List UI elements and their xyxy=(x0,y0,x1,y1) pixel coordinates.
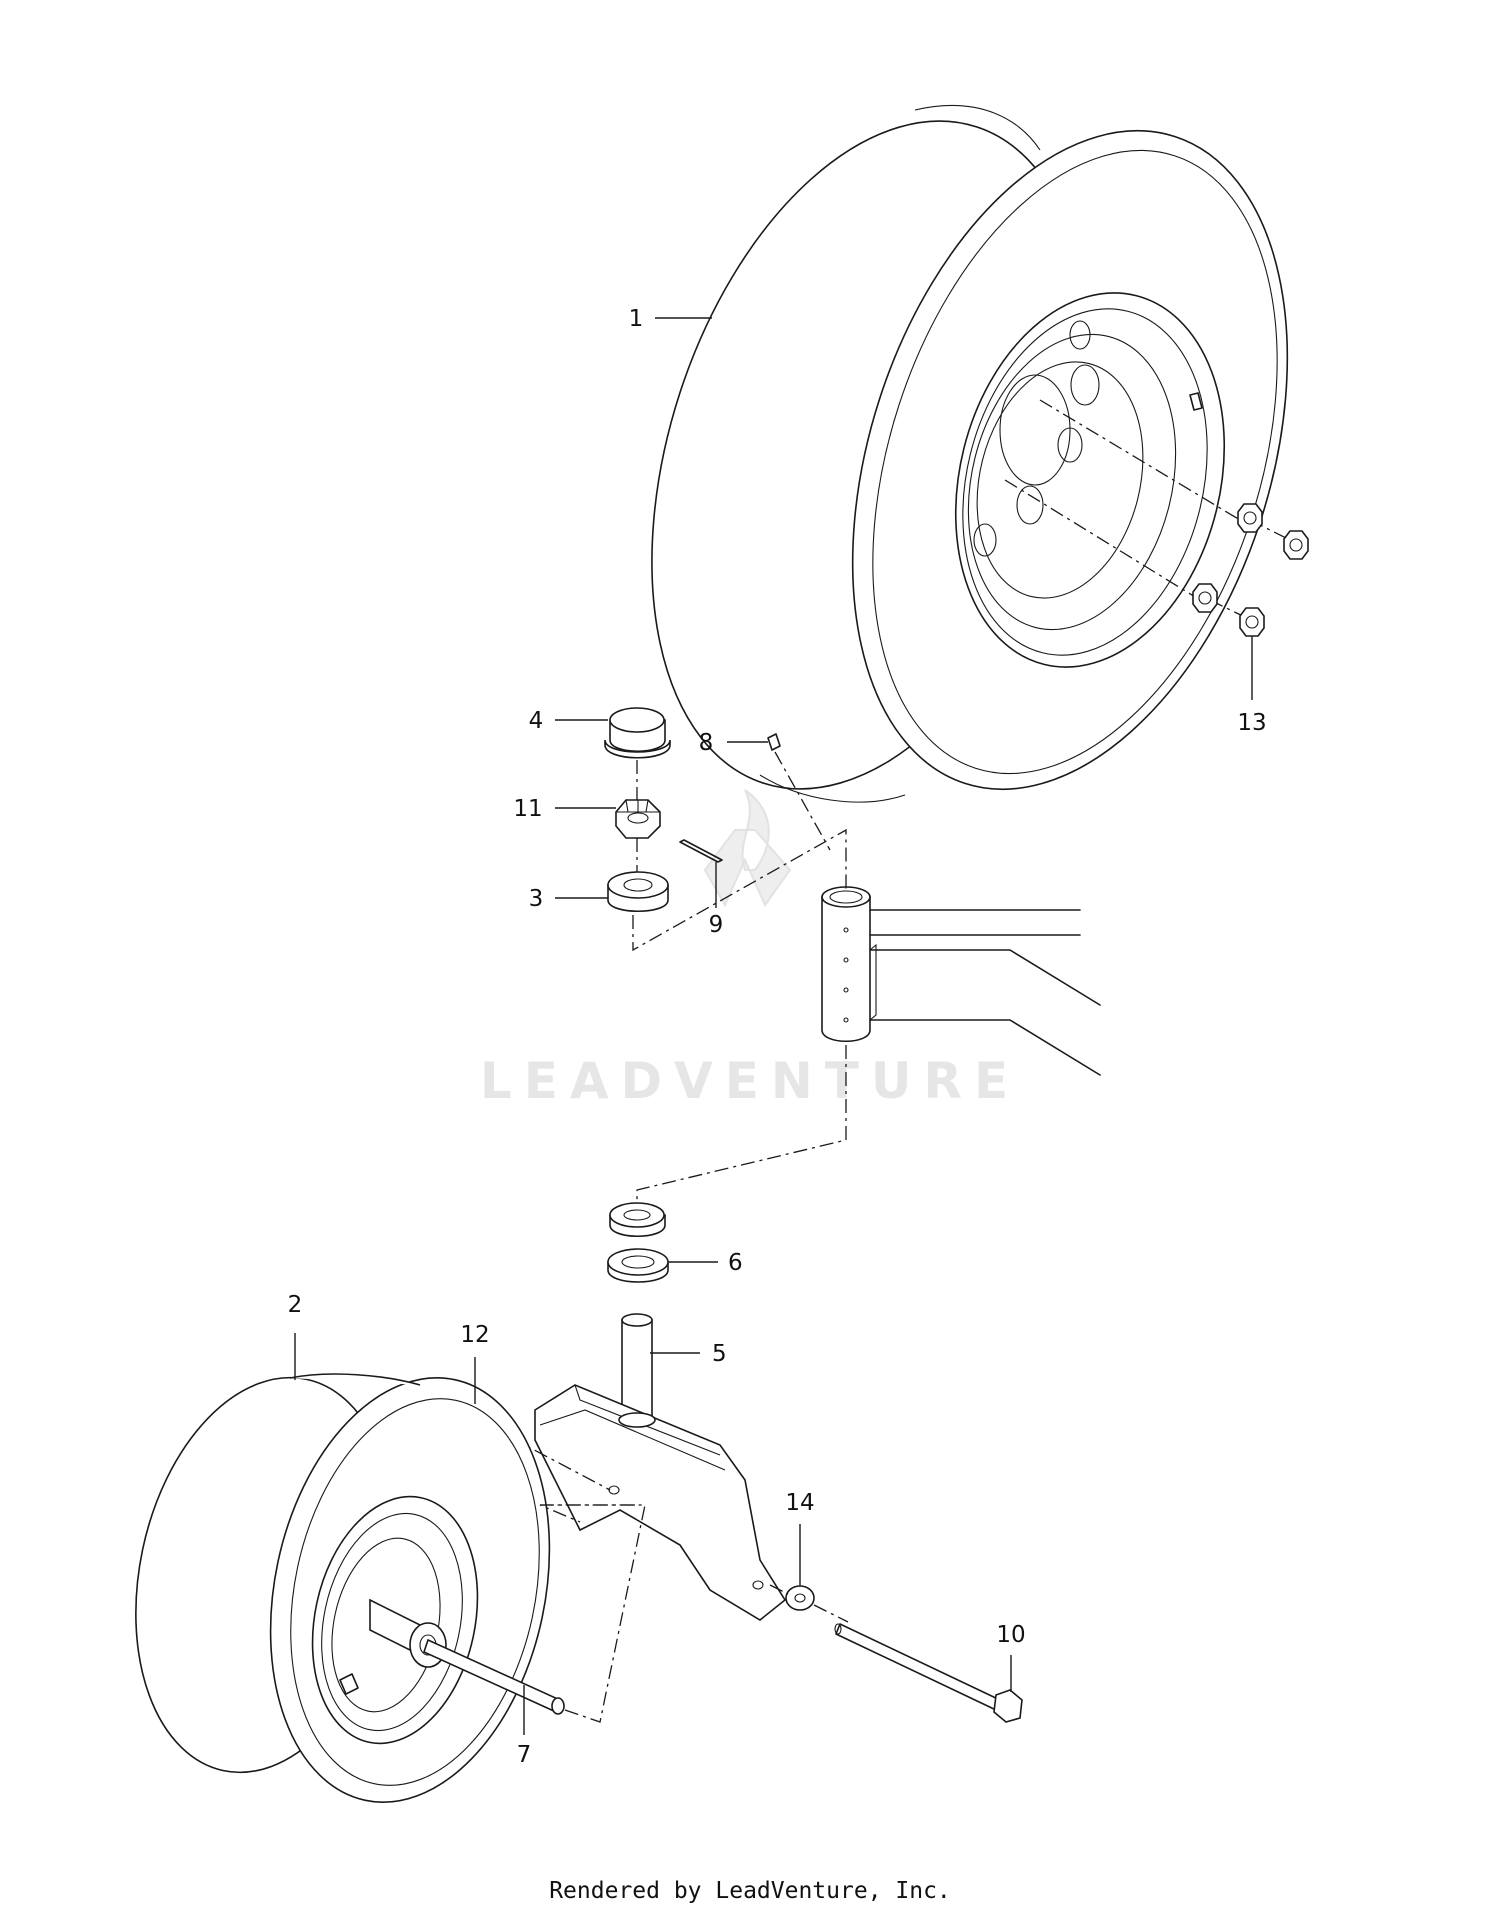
callout-2: 2 xyxy=(288,1292,303,1318)
lug-nuts xyxy=(1192,503,1309,637)
callout-labels: 1 2 3 4 5 6 7 8 9 10 11 12 13 14 xyxy=(288,306,1267,1768)
leadventure-flame-logo xyxy=(703,789,792,908)
callout-7: 7 xyxy=(517,1742,532,1768)
footer-credit: Rendered by LeadVenture, Inc. xyxy=(549,1878,951,1904)
castle-nut xyxy=(615,799,661,839)
callout-14: 14 xyxy=(785,1490,814,1516)
callout-11: 11 xyxy=(513,796,542,822)
watermark: LEADVENTURE xyxy=(480,789,1020,1110)
callout-10: 10 xyxy=(996,1622,1025,1648)
callout-3: 3 xyxy=(529,886,544,912)
callout-4: 4 xyxy=(529,708,544,734)
upper-bearing xyxy=(607,871,669,913)
callout-5: 5 xyxy=(712,1341,727,1367)
lower-bearings xyxy=(607,1202,669,1283)
flat-washer xyxy=(769,1584,849,1623)
assembly-lines-upper xyxy=(632,751,847,1225)
caster-fork xyxy=(534,1313,787,1621)
frame-pivot-tube xyxy=(821,886,1101,1076)
callout-8: 8 xyxy=(699,730,714,756)
grease-fitting xyxy=(767,733,781,751)
caster-tire xyxy=(135,1373,551,1803)
callout-9: 9 xyxy=(709,912,724,938)
callout-12: 12 xyxy=(460,1322,489,1348)
callout-13: 13 xyxy=(1237,710,1266,736)
caster-axle xyxy=(423,1504,646,1723)
watermark-text: LEADVENTURE xyxy=(480,1052,1020,1110)
callout-1: 1 xyxy=(629,306,644,332)
large-tire xyxy=(651,105,1301,803)
callout-6: 6 xyxy=(728,1250,743,1276)
axle-bolt xyxy=(834,1623,1023,1723)
cotter-pin xyxy=(679,839,723,863)
dust-cap xyxy=(604,707,671,759)
callout-leaders xyxy=(294,317,1253,1735)
